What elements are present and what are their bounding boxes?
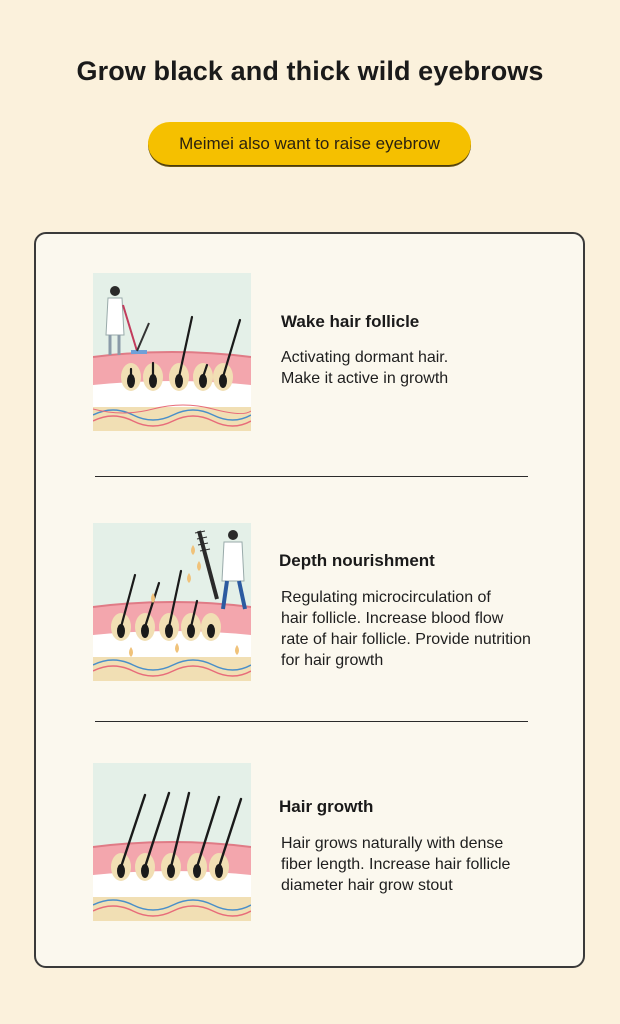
steps-card: Wake hair follicle Activating dormant ha… bbox=[34, 232, 585, 968]
doctor-with-tool-waking-follicle-icon bbox=[93, 273, 251, 431]
step-heading: Hair growth bbox=[279, 797, 374, 816]
subtitle-pill-label: Meimei also want to raise eyebrow bbox=[179, 133, 440, 153]
description-line: Activating dormant hair. bbox=[281, 349, 449, 366]
description-line: diameter hair grow stout bbox=[281, 877, 453, 894]
description-line: rate of hair follicle. Provide nutrition bbox=[281, 631, 531, 648]
hair-growth-follicles-icon bbox=[93, 763, 251, 921]
description-line: hair follicle. Increase blood flow bbox=[281, 610, 504, 627]
description-line: Hair grows naturally with dense bbox=[281, 835, 504, 852]
step-description: Regulating microcirculation of hair foll… bbox=[281, 587, 531, 671]
section-divider bbox=[95, 721, 528, 722]
description-line: Make it active in growth bbox=[281, 370, 449, 387]
doctor-with-brush-nourishment-icon bbox=[93, 523, 251, 681]
subtitle-pill-button: Meimei also want to raise eyebrow bbox=[148, 122, 471, 166]
step-description: Activating dormant hair. Make it active … bbox=[281, 347, 448, 389]
section-divider bbox=[95, 476, 528, 477]
description-line: Regulating microcirculation of bbox=[281, 589, 491, 606]
page-title: Grow black and thick wild eyebrows bbox=[76, 56, 544, 86]
step-description: Hair grows naturally with dense fiber le… bbox=[281, 833, 510, 896]
description-line: for hair growth bbox=[281, 652, 384, 669]
step-heading: Depth nourishment bbox=[279, 551, 435, 570]
step-heading: Wake hair follicle bbox=[281, 312, 420, 331]
description-line: fiber length. Increase hair follicle bbox=[281, 856, 511, 873]
